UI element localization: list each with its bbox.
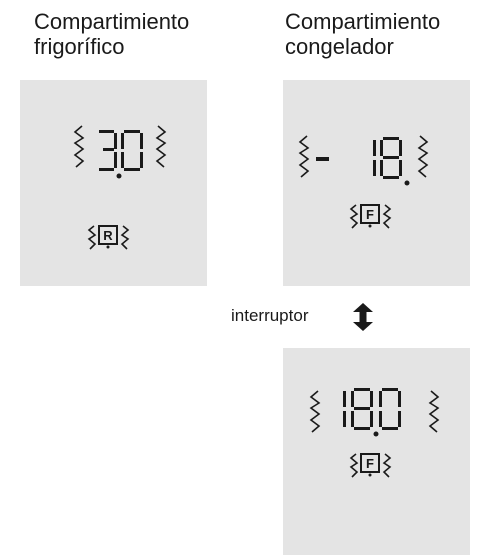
- decimal-point: [116, 173, 122, 179]
- blink-zigzag-icon: [309, 390, 321, 433]
- blink-zigzag-icon: [382, 204, 392, 229]
- blink-zigzag-icon: [417, 135, 429, 178]
- mode-letter: F: [366, 456, 374, 471]
- fridge-temperature-digits: [99, 130, 143, 179]
- up-down-double-arrow-icon: [353, 303, 373, 331]
- blink-zigzag-icon: [382, 453, 392, 478]
- blink-zigzag-icon: [73, 125, 85, 168]
- freezer-alt-temperature-digits: [343, 388, 401, 437]
- mode-indicator-frame: [360, 453, 380, 473]
- decimal-point: [373, 431, 379, 437]
- fridge-display-panel: R: [20, 80, 207, 286]
- blink-zigzag-icon: [120, 225, 130, 250]
- mode-indicator-frame: [360, 204, 380, 224]
- blink-zigzag-icon: [428, 390, 440, 433]
- fridge-heading-line-1: Compartimiento: [34, 9, 190, 34]
- switch-label: interruptor: [231, 306, 309, 325]
- freezer-heading-line-2: congelador: [285, 34, 394, 59]
- decimal-point: [404, 180, 410, 186]
- fridge-display-graphic: R: [73, 125, 167, 250]
- freezer-compartment-heading: Compartimiento congelador: [285, 9, 440, 59]
- freezer-display-graphic: F: [298, 135, 429, 229]
- freezer-temperature-digits: [316, 137, 410, 186]
- freezer-display-panel: F: [283, 80, 470, 286]
- blink-zigzag-icon: [155, 125, 167, 168]
- fridge-compartment-heading: Compartimiento frigorífico: [34, 9, 189, 59]
- freezer-heading-line-1: Compartimiento: [285, 9, 441, 34]
- blink-zigzag-icon: [349, 204, 359, 229]
- blink-zigzag-icon: [298, 135, 310, 178]
- mode-letter: F: [366, 207, 374, 222]
- freezer-alt-display-graphic: F: [309, 388, 440, 478]
- blink-zigzag-icon: [87, 225, 97, 250]
- blink-zigzag-icon: [349, 453, 359, 478]
- freezer-alt-display-panel: F: [283, 348, 470, 555]
- fridge-heading-line-2: frigorífico: [34, 34, 125, 59]
- mode-indicator-frame: [98, 225, 118, 245]
- mode-letter: R: [103, 228, 113, 243]
